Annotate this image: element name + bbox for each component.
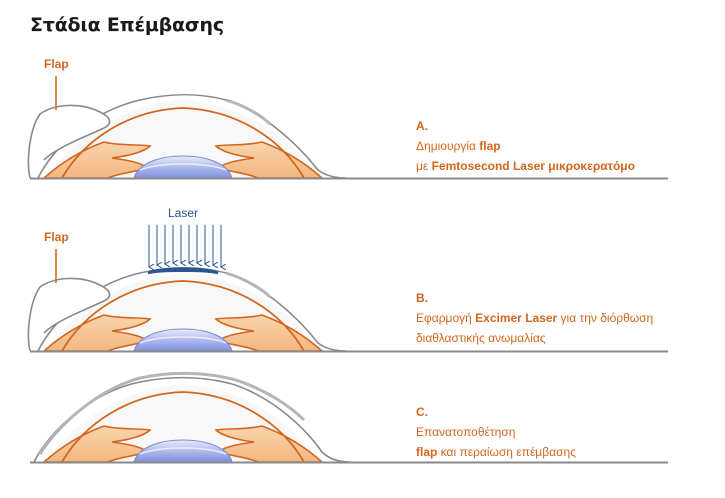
flap-shape bbox=[27, 104, 111, 179]
step-b-line1-rest: για την διόρθωση bbox=[557, 311, 654, 325]
stage-c-eye bbox=[29, 371, 669, 464]
step-c-line1: Επανατοποθέτηση bbox=[416, 425, 516, 439]
flap-label: Flap bbox=[44, 57, 69, 71]
flap-label: Flap bbox=[44, 230, 69, 244]
stage-a-eye: Flap bbox=[27, 57, 669, 180]
step-b-letter: B. bbox=[416, 291, 428, 305]
step-a-line2: με bbox=[416, 159, 432, 173]
step-b-text: B. Εφαρμογή Excimer Laser για την διόρθω… bbox=[416, 288, 653, 348]
step-c-letter: C. bbox=[416, 405, 428, 419]
step-c-text: C. Επανατοποθέτηση flap και περαίωση επέ… bbox=[416, 402, 576, 462]
ablation-zone bbox=[147, 267, 219, 275]
step-b-line2: διαθλαστικής ανωμαλίας bbox=[416, 331, 546, 345]
step-c-line2-rest: και περαίωση επέμβασης bbox=[437, 445, 576, 459]
step-c-line2-bold: flap bbox=[416, 445, 438, 459]
step-a-letter: A. bbox=[416, 119, 428, 133]
step-b-line1: Εφαρμογή bbox=[416, 311, 476, 325]
page-title: Στάδια Επέμβασης bbox=[30, 14, 224, 36]
laser-label: Laser bbox=[168, 206, 198, 220]
step-a-line2-bold: Femtosecond Laser μικροκερατόμο bbox=[431, 159, 635, 173]
stage-b-eye: Flap Laser bbox=[27, 206, 669, 353]
step-a-line1: Δημιουργία bbox=[416, 139, 480, 153]
step-b-line1-bold: Excimer Laser bbox=[475, 311, 558, 325]
step-a-text: A. Δημιουργία flap με Femtosecond Laser … bbox=[416, 116, 635, 176]
step-a-line1-bold: flap bbox=[479, 139, 501, 153]
laser-beams bbox=[149, 225, 221, 267]
